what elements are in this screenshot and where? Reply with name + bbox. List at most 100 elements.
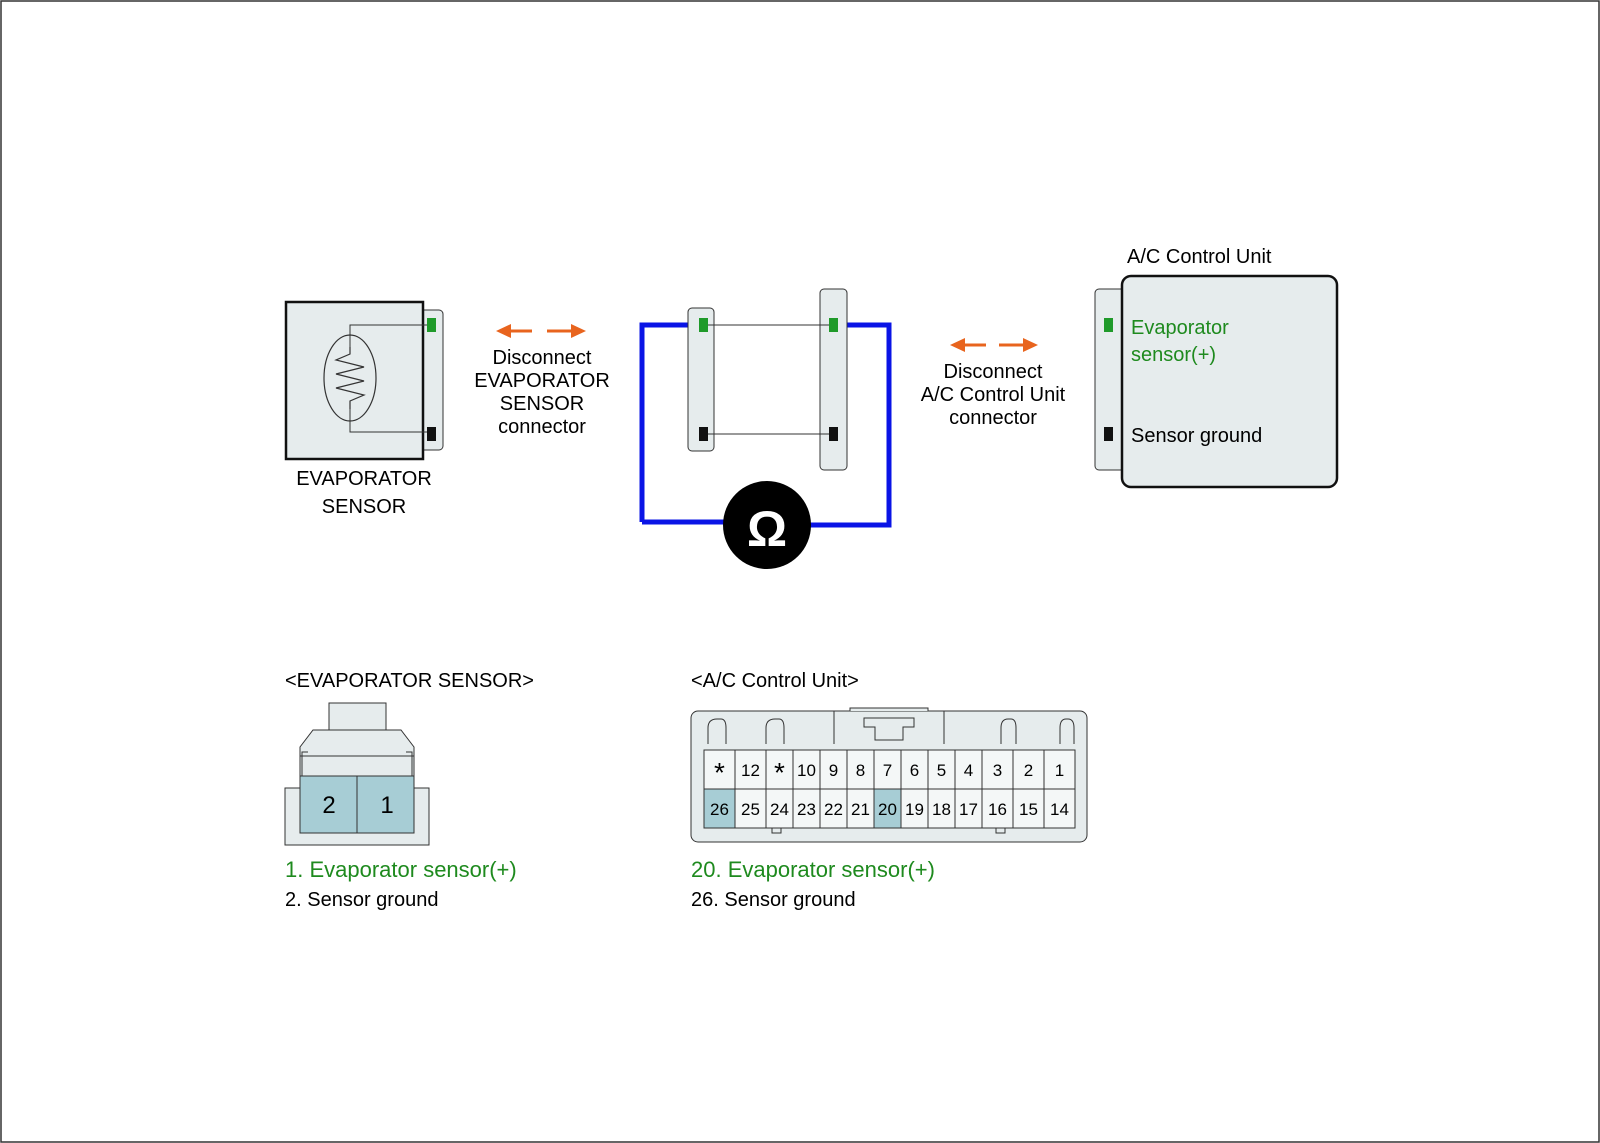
harness-terminal-ground [829,427,838,441]
sensor-label-line2: SENSOR [322,496,406,518]
sensor-connector-title: <EVAPORATOR SENSOR> [285,670,534,692]
ac-pin-cell [703,788,736,829]
sensor-internal-wire [349,324,434,347]
ac-pin-label: 12 [741,761,760,780]
disconnect-ac-line1: Disconnect [944,361,1043,383]
ac-pin-label: 1 [1055,761,1064,780]
sensor-legend-2: 2. Sensor ground [285,889,438,911]
ac-pin-label: 26 [710,800,729,819]
ac-pin-cell [765,788,794,829]
ac-pin-label: 16 [988,800,1007,819]
ac-pin-label: 19 [905,800,924,819]
meter-lead [639,322,703,522]
ac-pin-label: 8 [856,761,865,780]
ac-unit-body [1120,274,1339,489]
ac-pin-label: 23 [797,800,816,819]
meter-lead [805,322,892,528]
thermistor-icon [323,334,377,422]
ac-pin-positive-line1: Evaporator [1131,317,1229,339]
harness-terminal-ground [699,427,708,441]
ac-pin-cell [900,749,929,790]
ac-connector-clip [707,718,727,744]
connector-shell [299,729,415,757]
ac-pin-label: * [774,757,785,788]
ohmmeter-icon [723,481,811,569]
ac-unit-title: A/C Control Unit [1127,246,1272,268]
ac-unit-connector-strip [1094,288,1126,471]
ac-terminal-ground [1104,427,1113,441]
harness-terminal-positive [829,318,838,332]
ac-pin-cell [873,788,902,829]
ac-pin-label: 24 [770,800,789,819]
ac-pin-label: 6 [910,761,919,780]
ac-pin-cell [1012,788,1045,829]
ac-pin-cell [954,788,983,829]
ac-pin-label: * [714,757,725,788]
sensor-pin-label: 2 [322,792,335,819]
harness-test: Ω [639,288,892,569]
ac-pin-label: 15 [1019,800,1038,819]
ac-legend-26: 26. Sensor ground [691,889,856,911]
ohm-symbol: Ω [747,501,787,557]
ac-pin-label: 14 [1050,800,1069,819]
ac-pin-cell [846,749,875,790]
ac-pin-cell [873,749,902,790]
disconnect-ac-line2: A/C Control Unit [921,384,1066,406]
ac-pin-cell [734,788,767,829]
ac-pin-label: 18 [932,800,951,819]
evaporator-sensor: EVAPORATOR SENSOR [284,300,444,518]
ac-pin-cell [927,788,956,829]
sensor-body [284,300,425,461]
ac-pin-cell [900,788,929,829]
sensor-internal-wire [349,409,434,433]
ac-pin-label: 17 [959,800,978,819]
ac-pin-label: 3 [993,761,1002,780]
ac-pin-label: 10 [797,761,816,780]
ac-pin-ground: Sensor ground [1131,425,1262,447]
ac-pin-label: 4 [964,761,973,780]
sensor-terminal-ground [427,427,436,441]
ac-legend-20: 20. Evaporator sensor(+) [691,857,935,882]
disconnect-arrow-left [496,324,586,338]
ac-connector-clip [1000,718,1017,744]
disconnect-ac-line3: connector [949,407,1037,429]
sensor-pin-1 [356,775,415,834]
ac-pin-label: 21 [851,800,870,819]
ac-pin-cell [981,749,1014,790]
sensor-legend-1: 1. Evaporator sensor(+) [285,857,517,882]
ac-pin-label: 2 [1024,761,1033,780]
sensor-label-line1: EVAPORATOR [296,468,432,490]
harness-terminal-positive [699,318,708,332]
ac-pin-positive-line2: sensor(+) [1131,344,1216,366]
ac-pin-label: 25 [741,800,760,819]
ac-pin-label: 20 [878,800,897,819]
ac-connector-title: <A/C Control Unit> [691,670,859,692]
ac-pin-label: 22 [824,800,843,819]
ac-control-unit: A/C Control Unit Evaporator sensor(+) Se… [1094,246,1339,489]
sensor-connector-face: <EVAPORATOR SENSOR> 2 1 1. Evaporator se… [284,670,534,911]
disconnect-arrow-right [950,338,1038,352]
ac-terminal-positive [1104,318,1113,332]
ac-connector-clip [765,718,785,744]
ac-pin-cell [1043,788,1076,829]
disconnect-sensor-line2: EVAPORATOR [474,370,610,392]
connector-body [299,755,415,777]
resistor-zigzag-icon [334,347,366,409]
harness-connector-left [687,307,715,452]
sensor-pin-2 [299,775,358,834]
disconnect-sensor-line4: connector [498,416,586,438]
ac-pin-label: 5 [937,761,946,780]
ac-connector-clip [1059,718,1075,744]
harness-connector-right [819,288,848,471]
disconnect-sensor-line1: Disconnect [493,347,592,369]
ac-pin-label: 7 [883,761,892,780]
sensor-terminal-positive [427,318,436,332]
connector-latch [328,702,387,731]
disconnect-sensor-line3: SENSOR [500,393,584,415]
ac-pin-label: 9 [829,761,838,780]
ac-connector-key [849,707,929,741]
